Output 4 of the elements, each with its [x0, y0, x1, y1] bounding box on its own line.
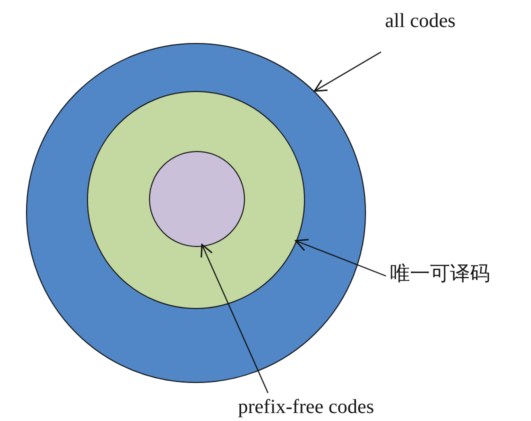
leader-line [314, 52, 382, 92]
leader-line [200, 244, 268, 394]
text-label: 唯一可译码 [390, 262, 490, 286]
leader-line [295, 238, 386, 277]
